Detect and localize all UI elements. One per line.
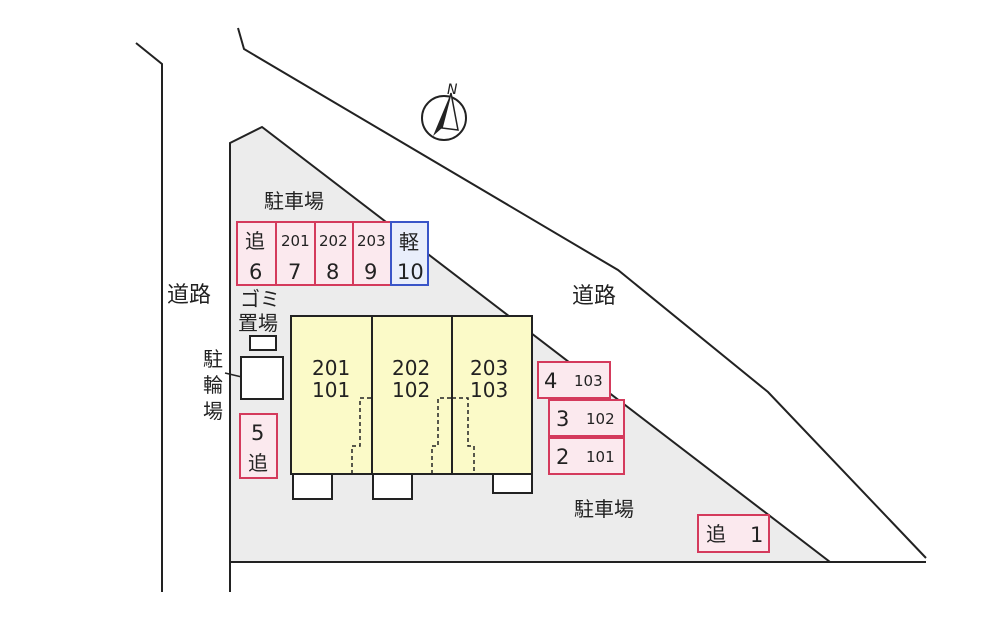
unit-2-upper: 202 (392, 356, 430, 380)
space-8-number: 8 (326, 260, 339, 284)
top-road-line (237, 27, 927, 559)
unit-1-upper: 201 (312, 356, 350, 380)
unit-1-lower: 101 (312, 378, 350, 402)
space-5-number: 5 (251, 421, 264, 445)
bike-label-3: 場 (203, 399, 223, 423)
space-2-unit: 101 (586, 448, 615, 466)
space-9-number: 9 (364, 260, 377, 284)
building-outline (290, 315, 533, 475)
space-3-number: 3 (556, 407, 569, 431)
garbage-bin-icon (249, 335, 277, 351)
left-road-line (135, 42, 163, 592)
compass-icon: N (421, 82, 467, 141)
space-3-unit: 102 (586, 410, 615, 428)
parking-space-8 (314, 221, 354, 286)
entrance-2 (372, 473, 413, 500)
space-6-top: 追 (245, 229, 265, 253)
garbage-label-2: 置場 (238, 311, 278, 335)
apartment-building: 201 101 202 102 203 103 (290, 315, 533, 500)
bike-parking-area (240, 356, 284, 400)
space-1-sub: 追 (706, 522, 726, 546)
space-10-top: 軽 (399, 230, 419, 254)
space-8-top: 202 (319, 232, 348, 250)
right-parking-column: 4 103 3 102 2 101 (537, 361, 625, 475)
parking-space-1 (697, 514, 770, 553)
bike-label-2: 輪 (203, 373, 223, 397)
entrance-1 (292, 473, 333, 500)
space-1-number: 1 (750, 523, 763, 547)
parking-space-10 (390, 221, 429, 286)
space-9-top: 203 (357, 232, 386, 250)
compass-label: N (447, 82, 458, 98)
unit-3-lower: 103 (470, 378, 508, 402)
parking-label-top: 駐車場 (264, 189, 324, 213)
parking-space-6 (236, 221, 277, 286)
garbage-label-1: ゴミ (240, 287, 280, 311)
space-7-number: 7 (288, 260, 301, 284)
space-4-unit: 103 (574, 372, 603, 390)
space-5-sub: 追 (248, 451, 268, 475)
space-7-top: 201 (281, 232, 310, 250)
space-10-number: 10 (397, 260, 424, 284)
parking-space-9 (352, 221, 392, 286)
entrance-3 (492, 473, 533, 494)
space-2-number: 2 (556, 445, 569, 469)
road-label-left: 道路 (167, 283, 211, 308)
parking-space-5 (239, 413, 278, 479)
stair-outline-1 (351, 397, 372, 474)
parking-space-4 (537, 361, 611, 399)
unit-2-lower: 102 (392, 378, 430, 402)
stair-outline-3 (452, 397, 475, 474)
parking-space-3 (548, 399, 625, 437)
parking-space-2 (548, 437, 625, 475)
space-4-number: 4 (544, 369, 557, 393)
parking-label-bottom: 駐車場 (574, 497, 634, 521)
stair-outline-2 (431, 397, 452, 474)
parking-space-7 (275, 221, 316, 286)
road-label-right: 道路 (572, 284, 616, 309)
unit-3-upper: 203 (470, 356, 508, 380)
top-parking-row: 追 201 202 203 軽 6 7 8 9 10 (236, 221, 429, 286)
bike-label-1: 駐 (203, 347, 223, 371)
space-6-number: 6 (249, 260, 262, 284)
